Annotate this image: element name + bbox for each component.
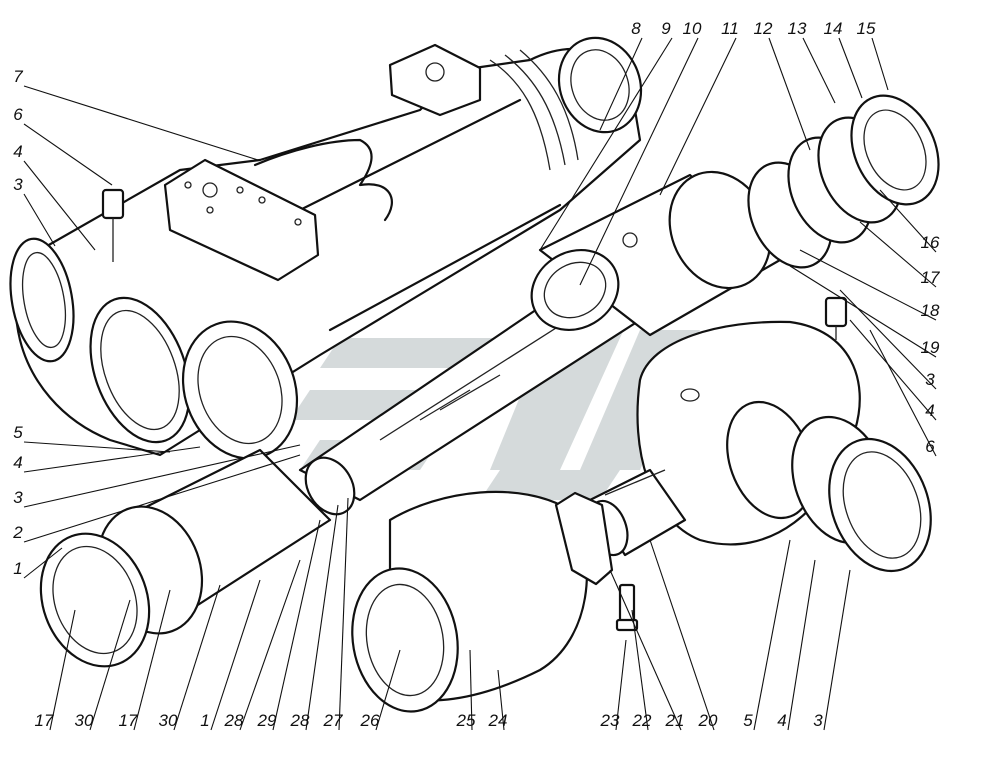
leader-line-c19 [789, 265, 937, 358]
callout-c1: 1 [13, 559, 22, 578]
leader-line-c4 [23, 160, 96, 251]
callout-c4d: 4 [777, 711, 786, 730]
leader-line-c1b [210, 579, 261, 731]
rod-guide-assembly [530, 170, 782, 337]
callout-c5b: 5 [743, 711, 753, 730]
leader-line-c15 [871, 37, 889, 91]
leader-line-c5 [23, 441, 171, 453]
leader-line-c3d [823, 569, 851, 731]
callout-c30b: 30 [159, 711, 178, 730]
leader-line-c4d [787, 559, 816, 731]
leader-line-c5b [753, 539, 791, 731]
callout-c3c: 3 [925, 370, 935, 389]
leader-line-c12 [768, 37, 811, 151]
lock-plate [554, 491, 614, 586]
callout-c28b: 28 [290, 711, 310, 730]
leader-line-c26 [375, 649, 401, 731]
bolt [615, 583, 639, 632]
leader-line-c4c [849, 319, 937, 421]
callout-c16: 16 [921, 233, 940, 252]
leader-line-c17b [49, 609, 76, 731]
leader-line-c2 [23, 454, 301, 543]
callout-c3b: 3 [13, 488, 23, 507]
callout-c9: 9 [661, 19, 671, 38]
callout-c26: 26 [360, 711, 380, 730]
callout-c6b: 6 [925, 437, 935, 456]
callout-c5: 5 [13, 423, 23, 442]
leader-line-c17 [859, 221, 937, 288]
leader-line-c6b [869, 329, 937, 457]
leader-line-c10 [579, 37, 699, 286]
callout-c18: 18 [921, 301, 940, 320]
leader-line-c9 [539, 37, 673, 251]
leader-line-c30 [89, 599, 131, 731]
callout-c23: 23 [600, 711, 620, 730]
leader-line-c29 [272, 519, 321, 731]
callout-c17c: 17 [119, 711, 138, 730]
callout-c7: 7 [13, 67, 23, 86]
leader-line-c8 [599, 37, 643, 131]
callout-c20: 20 [698, 711, 718, 730]
leader-line-c17c [133, 589, 171, 731]
seal-stack-upper-right [747, 94, 940, 269]
leader-line-c23 [615, 639, 627, 731]
callout-c6: 6 [13, 105, 23, 124]
leader-line-c28 [239, 559, 301, 731]
callout-c15: 15 [857, 19, 876, 38]
fitting-6-right [824, 296, 848, 340]
leader-line-c18 [799, 249, 937, 321]
leader-line-c30b [173, 584, 221, 731]
leader-line-c3b [23, 444, 301, 508]
rear-cap-flange [636, 320, 932, 573]
callout-c4b: 4 [13, 453, 22, 472]
callout-c14: 14 [824, 19, 843, 38]
leader-line-c6 [23, 123, 113, 186]
callout-c30: 30 [75, 711, 94, 730]
callout-c21: 21 [665, 711, 685, 730]
leader-line-c11 [659, 37, 737, 196]
leader-line-c14 [838, 37, 863, 99]
leader-line-c3 [23, 193, 56, 247]
leader-line-c7 [23, 85, 259, 161]
leader-line-c3c [839, 289, 937, 390]
callout-c3d: 3 [813, 711, 823, 730]
leader-line-c25 [469, 649, 473, 731]
leader-line-c27 [338, 497, 349, 731]
leader-line-c28b [305, 504, 339, 731]
callout-c3: 3 [13, 175, 23, 194]
leader-line-c4b [23, 446, 201, 473]
callout-c13: 13 [788, 19, 807, 38]
leader-line-c1 [23, 547, 63, 579]
callout-c17: 17 [921, 268, 940, 287]
leader-line-c24 [497, 669, 505, 731]
leader-line-c20 [649, 539, 715, 731]
callout-c17b: 17 [35, 711, 54, 730]
fitting-6-left [101, 188, 125, 262]
callout-c10: 10 [683, 19, 702, 38]
leader-line-c16 [879, 189, 937, 253]
callout-c8: 8 [631, 19, 641, 38]
leader-line-c13 [802, 37, 836, 104]
callout-c22: 22 [632, 711, 652, 730]
callout-c12: 12 [754, 19, 773, 38]
cylinder-barrel [9, 36, 643, 457]
callout-c29: 29 [257, 711, 277, 730]
callout-c2: 2 [12, 523, 23, 542]
callout-c27: 27 [323, 711, 343, 730]
callout-c25: 25 [456, 711, 476, 730]
callout-c1b: 1 [200, 711, 209, 730]
rod-end-housing [351, 490, 588, 713]
seal-stack-lower-left [39, 320, 332, 668]
callout-c4c: 4 [925, 401, 934, 420]
callout-c11: 11 [721, 19, 739, 38]
callout-c28: 28 [224, 711, 244, 730]
callout-c24: 24 [488, 711, 508, 730]
leader-line-c21 [609, 569, 682, 731]
callout-c19: 19 [921, 338, 940, 357]
leader-lines [23, 37, 937, 731]
leader-line-c22 [631, 609, 649, 731]
callout-c4: 4 [13, 142, 22, 161]
